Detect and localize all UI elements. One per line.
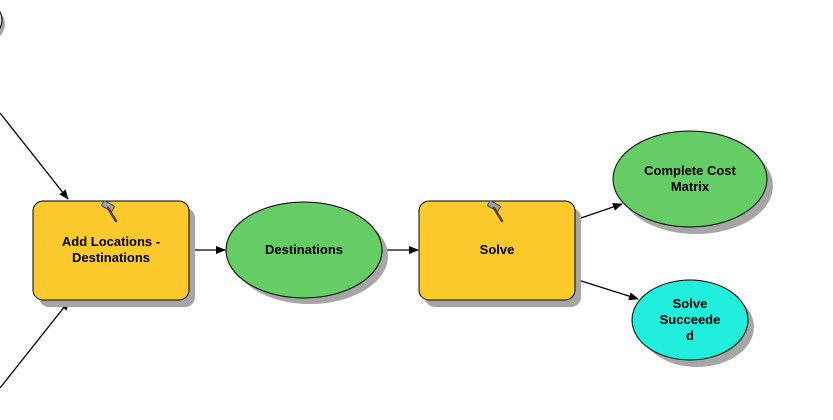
hammer-icon: [101, 201, 118, 223]
output-node-solve-succeeded[interactable]: [631, 279, 754, 367]
partial-node-top-left[interactable]: [0, 0, 5, 44]
data-node-cost-matrix[interactable]: [612, 130, 773, 234]
tool-node-add-locations[interactable]: [32, 200, 195, 307]
hammer-icon: [487, 201, 504, 223]
connector-solve-to-solve-succeeded: [574, 278, 639, 301]
connector-upper-input-to-add-locations: [0, 112, 69, 200]
connector-lower-input-to-add-locations: [0, 300, 70, 389]
data-node-destinations[interactable]: [225, 201, 388, 304]
tool-node-solve[interactable]: [418, 200, 581, 307]
connector-solve-to-cost-matrix: [574, 203, 623, 221]
